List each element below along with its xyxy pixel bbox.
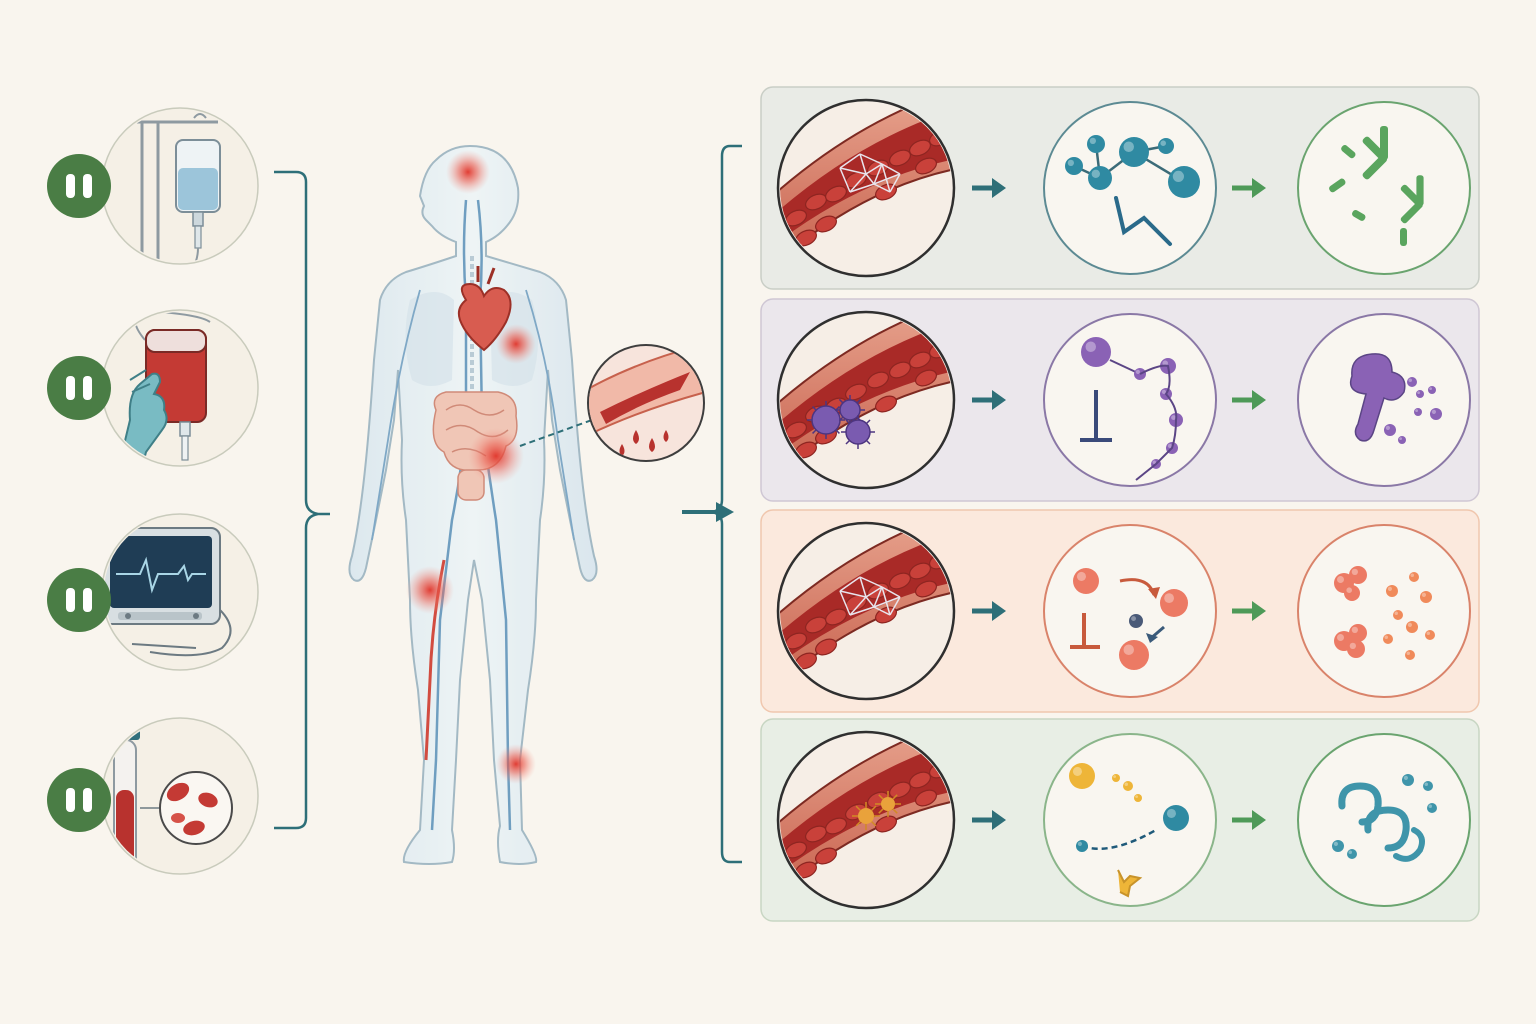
- left-column: [47, 107, 330, 875]
- coral-particles-icon: [1297, 524, 1471, 698]
- pathway-row-4: [760, 718, 1480, 922]
- arrow-icon: [1232, 601, 1266, 621]
- fibrin-clot-vessel-icon: [776, 98, 956, 278]
- arrow-icon: [1232, 178, 1266, 198]
- hotspot-head: [446, 150, 490, 194]
- hotspot-abdomen: [468, 428, 524, 484]
- pathway-row-3: [760, 509, 1480, 713]
- coral-activation-cycle-icon: [1043, 524, 1217, 698]
- arrow-icon: [972, 178, 1006, 198]
- purple-protein-complex-icon: [1297, 313, 1471, 487]
- pathway-row-2: [760, 298, 1480, 502]
- arrow-icon: [972, 601, 1006, 621]
- pause-badge-4[interactable]: [47, 768, 111, 832]
- heart-icon: [457, 282, 512, 352]
- left-bracket: [274, 170, 330, 830]
- fibrin-mesh-vessel-icon: [776, 521, 956, 701]
- arrow-icon: [1232, 390, 1266, 410]
- ecg-monitor-icon: [104, 527, 232, 657]
- bleeding-vessel-callout-icon: [587, 344, 705, 462]
- activated-platelets-vessel-icon: [776, 730, 956, 910]
- arrow-icon: [972, 810, 1006, 830]
- hotspot-thigh: [406, 566, 454, 614]
- yellow-teal-binding-icon: [1043, 733, 1217, 907]
- platelet-aggregation-vessel-icon: [776, 310, 956, 490]
- blood-sample-tube-icon: [110, 726, 233, 872]
- arrow-icon: [1232, 810, 1266, 830]
- teal-molecule-network-icon: [1043, 101, 1217, 275]
- green-antibody-fragments-icon: [1297, 101, 1471, 275]
- hotspot-heart: [496, 324, 536, 364]
- teal-coil-fragments-icon: [1297, 733, 1471, 907]
- arrow-icon: [972, 390, 1006, 410]
- purple-inhibition-chain-icon: [1043, 313, 1217, 487]
- pathways-panel: [760, 86, 1480, 922]
- main-arrow-icon: [682, 502, 734, 522]
- pause-badge-3[interactable]: [47, 568, 111, 632]
- pause-badge-2[interactable]: [47, 356, 111, 420]
- pause-badge-1[interactable]: [47, 154, 111, 218]
- human-body-figure: [348, 144, 598, 865]
- hotspot-knee: [496, 744, 536, 784]
- pathway-row-1: [760, 86, 1480, 290]
